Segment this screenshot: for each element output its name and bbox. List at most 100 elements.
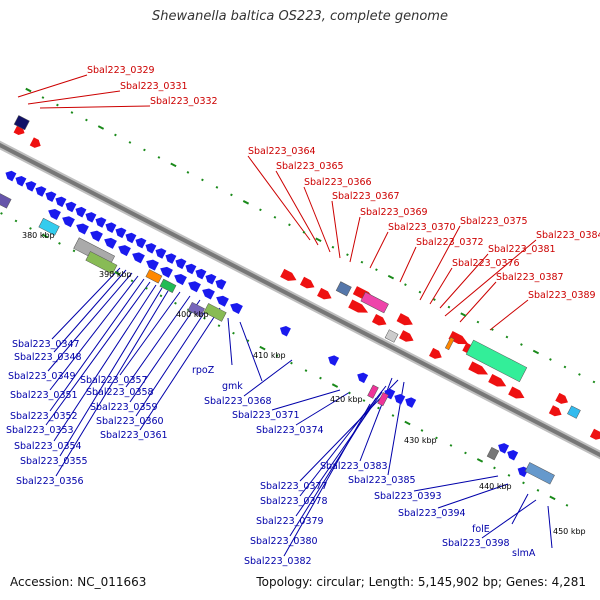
reverse-gene bbox=[165, 253, 177, 264]
reverse-gene bbox=[135, 237, 147, 249]
reverse-gene-arrow bbox=[498, 443, 510, 454]
reverse-gene-arrow bbox=[146, 259, 159, 271]
reverse-gene bbox=[279, 325, 291, 337]
kbp-position-label: 390 kbp bbox=[99, 270, 132, 279]
tick-mark bbox=[315, 237, 322, 243]
reverse-gene bbox=[48, 209, 61, 221]
gene-label-bottom: Sbal223_0347 bbox=[12, 339, 80, 350]
reverse-gene-arrow bbox=[115, 227, 127, 239]
gene-label-bottom: Sbal223_0379 bbox=[256, 516, 324, 527]
tick-mark bbox=[290, 361, 293, 365]
forward-gene-arrow bbox=[548, 405, 562, 417]
forward-gene bbox=[280, 268, 297, 281]
label-leader-line bbox=[51, 267, 121, 340]
forward-gene-arrow bbox=[348, 299, 369, 313]
reverse-gene-arrow bbox=[45, 191, 57, 202]
gene-cluster bbox=[38, 217, 60, 236]
forward-gene-arrow bbox=[299, 276, 315, 289]
reverse-gene-arrow bbox=[55, 196, 67, 208]
tick-mark bbox=[491, 328, 494, 331]
tick-mark bbox=[97, 125, 105, 130]
label-leader-line bbox=[349, 216, 361, 263]
reverse-gene-arrow bbox=[125, 232, 137, 244]
label-leader-line bbox=[135, 303, 211, 417]
tick-mark bbox=[375, 268, 378, 272]
tick-mark bbox=[143, 148, 146, 152]
gene-label-bottom: Sbal223_0361 bbox=[100, 430, 168, 441]
forward-gene bbox=[429, 347, 442, 359]
reverse-gene bbox=[230, 302, 243, 314]
reverse-gene bbox=[45, 191, 57, 202]
gene-label-top: Sbal223_0329 bbox=[87, 65, 155, 76]
reverse-gene bbox=[517, 466, 529, 478]
gene-block bbox=[377, 392, 389, 407]
label-leader-line bbox=[227, 317, 233, 366]
forward-gene-arrow bbox=[317, 287, 332, 300]
reverse-gene bbox=[55, 196, 67, 208]
gene-label-bottom: Sbal223_0368 bbox=[204, 396, 272, 407]
reverse-gene bbox=[205, 274, 217, 285]
label-leader-line bbox=[239, 321, 263, 382]
forward-gene-arrow bbox=[468, 361, 489, 375]
tick-mark bbox=[186, 171, 190, 174]
kbp-position-label: 430 kbp bbox=[404, 436, 437, 445]
gene-block bbox=[145, 269, 163, 284]
reverse-gene-arrow bbox=[15, 175, 27, 187]
reverse-gene-arrow bbox=[90, 230, 103, 242]
reverse-gene bbox=[174, 274, 187, 286]
reverse-gene-arrow bbox=[202, 288, 215, 300]
reverse-gene-arrow bbox=[175, 258, 187, 270]
gene-label-bottom: Sbal223_0358 bbox=[86, 387, 154, 398]
gene-label-top: Sbal223_0367 bbox=[332, 191, 400, 202]
tick-mark bbox=[433, 298, 436, 301]
tick-mark bbox=[362, 399, 366, 402]
tick-mark bbox=[549, 358, 552, 361]
gene-label-bottom: Sbal223_0374 bbox=[256, 425, 324, 436]
reverse-gene bbox=[118, 245, 131, 257]
gene-cluster bbox=[360, 291, 389, 314]
gene-cluster bbox=[0, 189, 12, 209]
accession-text: Accession: NC_011663 bbox=[10, 575, 147, 589]
gene-label-bottom: Sbal223_0349 bbox=[8, 371, 76, 382]
label-leader-line bbox=[413, 475, 499, 492]
gene-block bbox=[384, 329, 399, 343]
forward-gene bbox=[29, 137, 41, 148]
tick-mark bbox=[507, 474, 511, 477]
reverse-gene-arrow bbox=[165, 253, 177, 264]
tick-mark bbox=[592, 380, 596, 384]
gene-cluster bbox=[335, 281, 352, 297]
reverse-gene-arrow bbox=[517, 466, 529, 478]
tick-mark bbox=[346, 253, 349, 257]
label-leader-line bbox=[481, 499, 537, 539]
label-leader-line bbox=[369, 231, 389, 269]
gene-block bbox=[567, 405, 581, 419]
label-leader-line bbox=[429, 267, 453, 305]
reverse-gene bbox=[104, 237, 117, 249]
forward-gene bbox=[488, 373, 507, 387]
tick-mark bbox=[232, 331, 235, 335]
gene-label-bottom: Sbal223_0348 bbox=[14, 352, 82, 363]
gene-label-bottom: Sbal223_0353 bbox=[6, 425, 74, 436]
reverse-gene bbox=[216, 295, 229, 307]
tick-mark bbox=[522, 481, 525, 485]
forward-gene bbox=[548, 405, 562, 417]
tick-mark bbox=[41, 96, 45, 99]
reverse-gene-arrow bbox=[118, 245, 131, 257]
tick-mark bbox=[319, 376, 322, 380]
reverse-gene bbox=[25, 181, 37, 192]
gene-block bbox=[38, 217, 60, 236]
tick-mark bbox=[520, 343, 523, 346]
tick-mark bbox=[259, 345, 266, 351]
gene-cluster bbox=[159, 278, 177, 293]
reverse-gene bbox=[15, 175, 27, 187]
tick-mark bbox=[217, 324, 221, 328]
reverse-gene-arrow bbox=[76, 223, 89, 235]
gene-block bbox=[367, 384, 379, 399]
tick-mark bbox=[246, 339, 250, 343]
forward-gene bbox=[555, 392, 569, 404]
tick-mark bbox=[130, 279, 134, 283]
gene-block bbox=[444, 336, 455, 351]
gene-label-bottom: Sbal223_0355 bbox=[20, 456, 88, 467]
tick-mark bbox=[404, 420, 411, 426]
